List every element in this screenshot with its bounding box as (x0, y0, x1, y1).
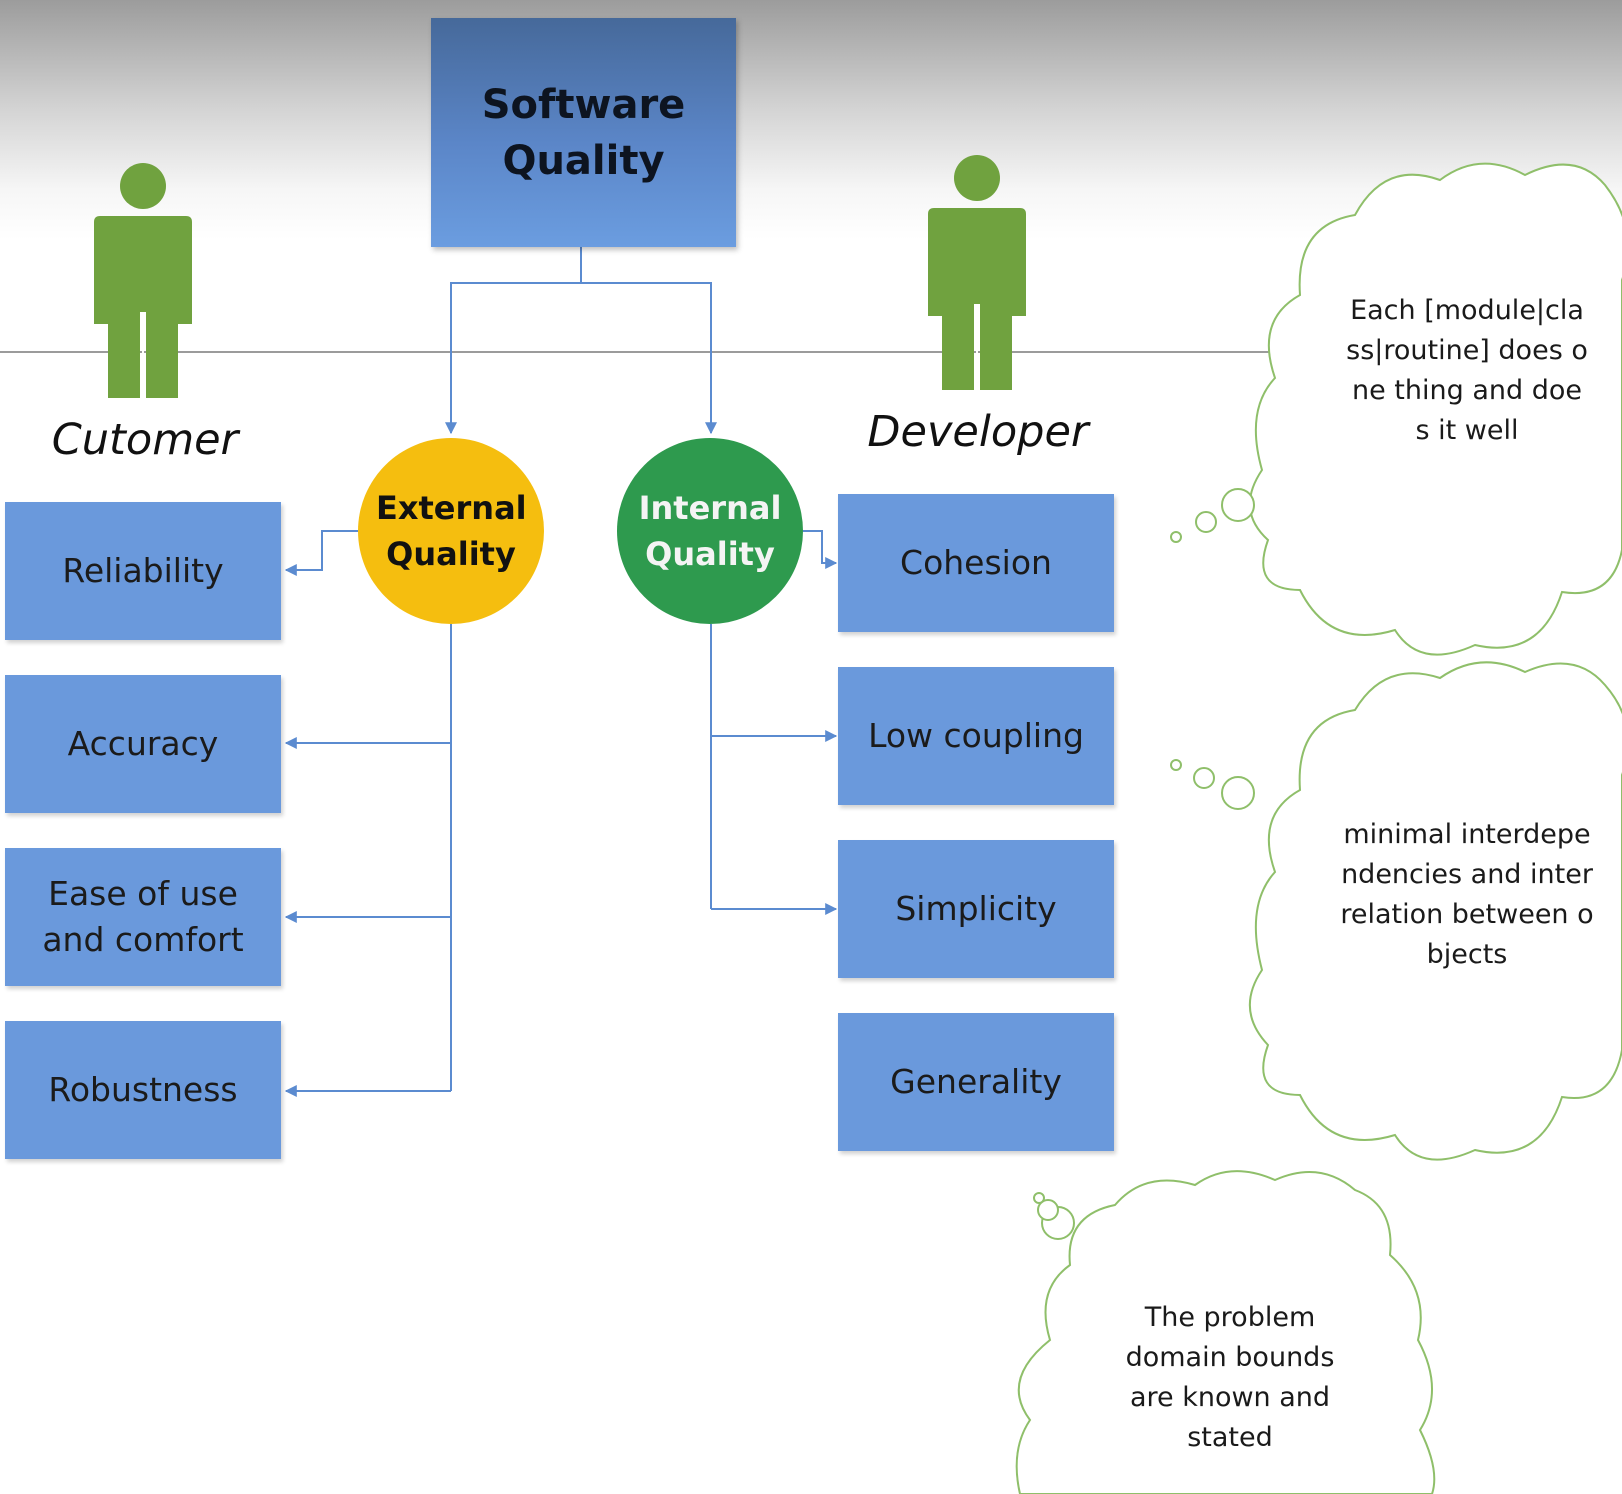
cloud-2 (1249, 661, 1622, 1161)
internal-item-low-coupling: Low coupling (838, 667, 1114, 805)
external-quality-label: External Quality (376, 488, 527, 573)
cloud-3-bubble-medium (1037, 1199, 1059, 1221)
software-quality-box: Software Quality (431, 18, 736, 247)
cloud-text-generality: The problem domain bounds are known and … (1125, 1302, 1335, 1453)
external-item-ease-of-use: Ease of use and comfort (5, 848, 281, 986)
cloud-2-bubble-medium (1193, 767, 1215, 789)
internal-connectors (710, 530, 838, 915)
external-item-label: Accuracy (67, 723, 219, 763)
cloud-2-bubble-small (1170, 759, 1182, 771)
internal-item-label: Cohesion (900, 542, 1052, 582)
external-item-reliability: Reliability (5, 502, 281, 640)
external-item-robustness: Robustness (5, 1021, 281, 1159)
external-item-label: Robustness (48, 1069, 238, 1109)
customer-person-icon (94, 163, 192, 398)
cloud-text-coupling: minimal interdependencies and interrelat… (1340, 819, 1594, 970)
cloud-3 (1015, 1170, 1436, 1494)
cloud-1-bubble-large (1221, 488, 1255, 522)
cloud-1 (1249, 162, 1622, 656)
cloud-3-bubble-small (1033, 1192, 1045, 1204)
customer-label: Cutomer (51, 415, 239, 465)
external-item-label: Reliability (62, 550, 224, 590)
internal-item-label: Simplicity (895, 888, 1057, 928)
developer-person-icon (928, 155, 1026, 390)
external-item-label: Ease of use and comfort (42, 873, 244, 959)
internal-item-label: Generality (890, 1061, 1062, 1101)
cloud-text-cohesion: Each [module|class|routine] does one thi… (1346, 295, 1588, 446)
external-quality-circle: External Quality (358, 438, 544, 624)
internal-item-cohesion: Cohesion (838, 494, 1114, 632)
developer-label: Developer (867, 407, 1089, 457)
cloud-1-bubble-small (1170, 531, 1182, 543)
cloud-1-bubble-medium (1195, 511, 1217, 533)
cloud-2-bubble-large (1221, 776, 1255, 810)
internal-item-generality: Generality (838, 1013, 1114, 1151)
external-connectors (284, 530, 452, 1097)
internal-quality-label: Internal Quality (638, 488, 782, 573)
cloud-shapes (1015, 162, 1622, 1494)
external-item-accuracy: Accuracy (5, 675, 281, 813)
internal-item-simplicity: Simplicity (838, 840, 1114, 978)
internal-item-label: Low coupling (868, 715, 1084, 755)
internal-quality-circle: Internal Quality (617, 438, 803, 624)
software-quality-title: Software Quality (481, 81, 686, 184)
top-connectors (445, 247, 717, 435)
